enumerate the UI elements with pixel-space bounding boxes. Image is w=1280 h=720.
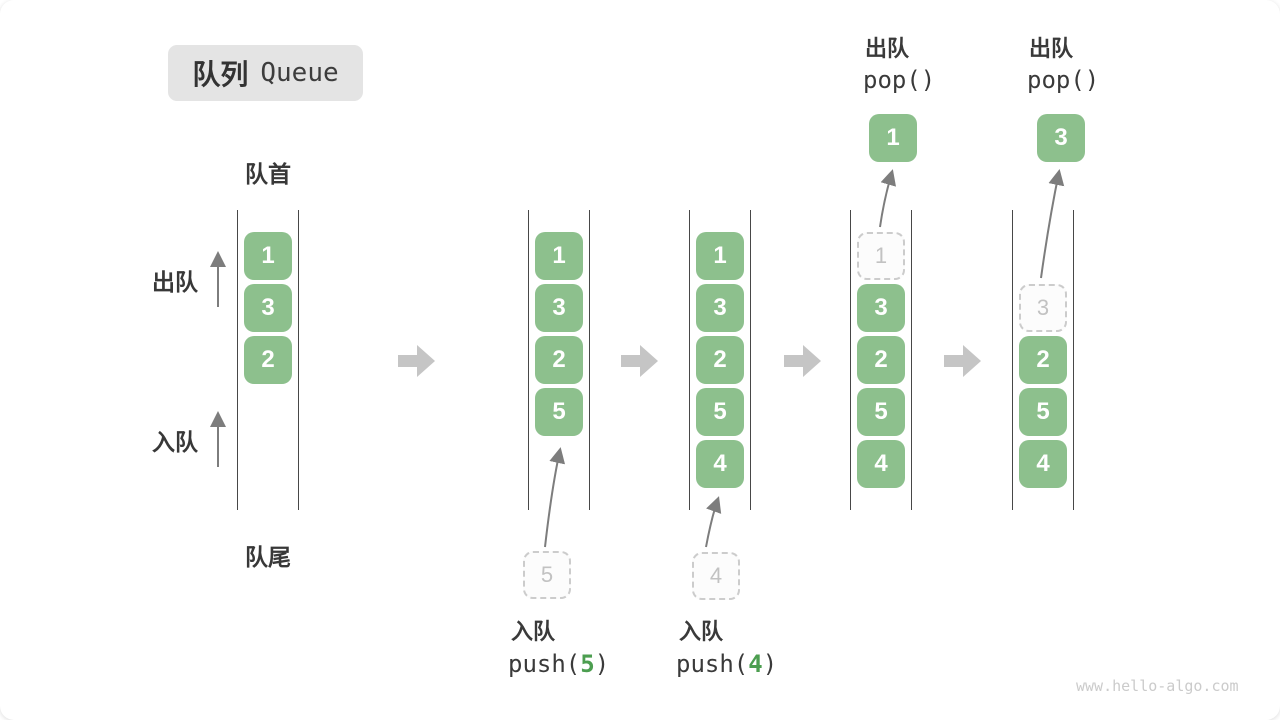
- queue-state-3: 1 3 2 5 4: [689, 210, 751, 510]
- queue-state-5: 3 2 5 4: [1012, 210, 1074, 510]
- state-transition-arrow-icon: [398, 345, 435, 377]
- state-transition-arrow-icon: [944, 345, 981, 377]
- queue-item: 5: [535, 388, 583, 436]
- queue-item: 5: [857, 388, 905, 436]
- pop1-code: pop(): [863, 66, 936, 94]
- queue-item: 1: [244, 232, 292, 280]
- state-transition-arrow-icon: [621, 345, 658, 377]
- state-transition-arrow-icon: [784, 345, 821, 377]
- queue-item: 3: [696, 284, 744, 332]
- queue-item-ghost: 1: [857, 232, 905, 280]
- queue-item: 2: [696, 336, 744, 384]
- queue-item: 4: [857, 440, 905, 488]
- queue-item: 3: [535, 284, 583, 332]
- queue-item: 5: [1019, 388, 1067, 436]
- dequeue-label: 出队: [152, 269, 198, 295]
- pop3-label: 出队: [1029, 36, 1074, 61]
- queue-state-4: 1 3 2 5 4: [850, 210, 912, 510]
- queue-state-1: 1 3 2: [237, 210, 299, 510]
- title-zh: 队列: [192, 59, 249, 90]
- queue-item: 2: [1019, 336, 1067, 384]
- queue-item: 1: [535, 232, 583, 280]
- popped-value-box: 1: [869, 114, 917, 162]
- queue-item: 2: [535, 336, 583, 384]
- queue-state-2: 1 3 2 5: [528, 210, 590, 510]
- enqueue-ghost-box: 4: [692, 552, 740, 600]
- popped-value-box: 3: [1037, 114, 1085, 162]
- queue-item: 3: [244, 284, 292, 332]
- queue-front-label: 队首: [245, 161, 291, 187]
- push5-code: push(5): [508, 650, 610, 678]
- queue-rear-label: 队尾: [245, 544, 291, 570]
- push5-label: 入队: [511, 619, 556, 644]
- queue-item-ghost: 3: [1019, 284, 1067, 332]
- enqueue-ghost-box: 5: [523, 551, 571, 599]
- pop3-code: pop(): [1027, 66, 1100, 94]
- queue-item: 2: [244, 336, 292, 384]
- queue-item: 5: [696, 388, 744, 436]
- queue-item: 3: [857, 284, 905, 332]
- queue-item: 4: [1019, 440, 1067, 488]
- push4-code: push(4): [676, 650, 778, 678]
- title-badge: 队列 Queue: [168, 45, 363, 101]
- queue-item: 1: [696, 232, 744, 280]
- watermark: www.hello-algo.com: [1076, 677, 1239, 695]
- title-en: Queue: [260, 58, 339, 88]
- push4-label: 入队: [679, 619, 724, 644]
- queue-item: 2: [857, 336, 905, 384]
- enqueue-label: 入队: [152, 429, 198, 455]
- pop1-label: 出队: [865, 36, 910, 61]
- queue-item: 4: [696, 440, 744, 488]
